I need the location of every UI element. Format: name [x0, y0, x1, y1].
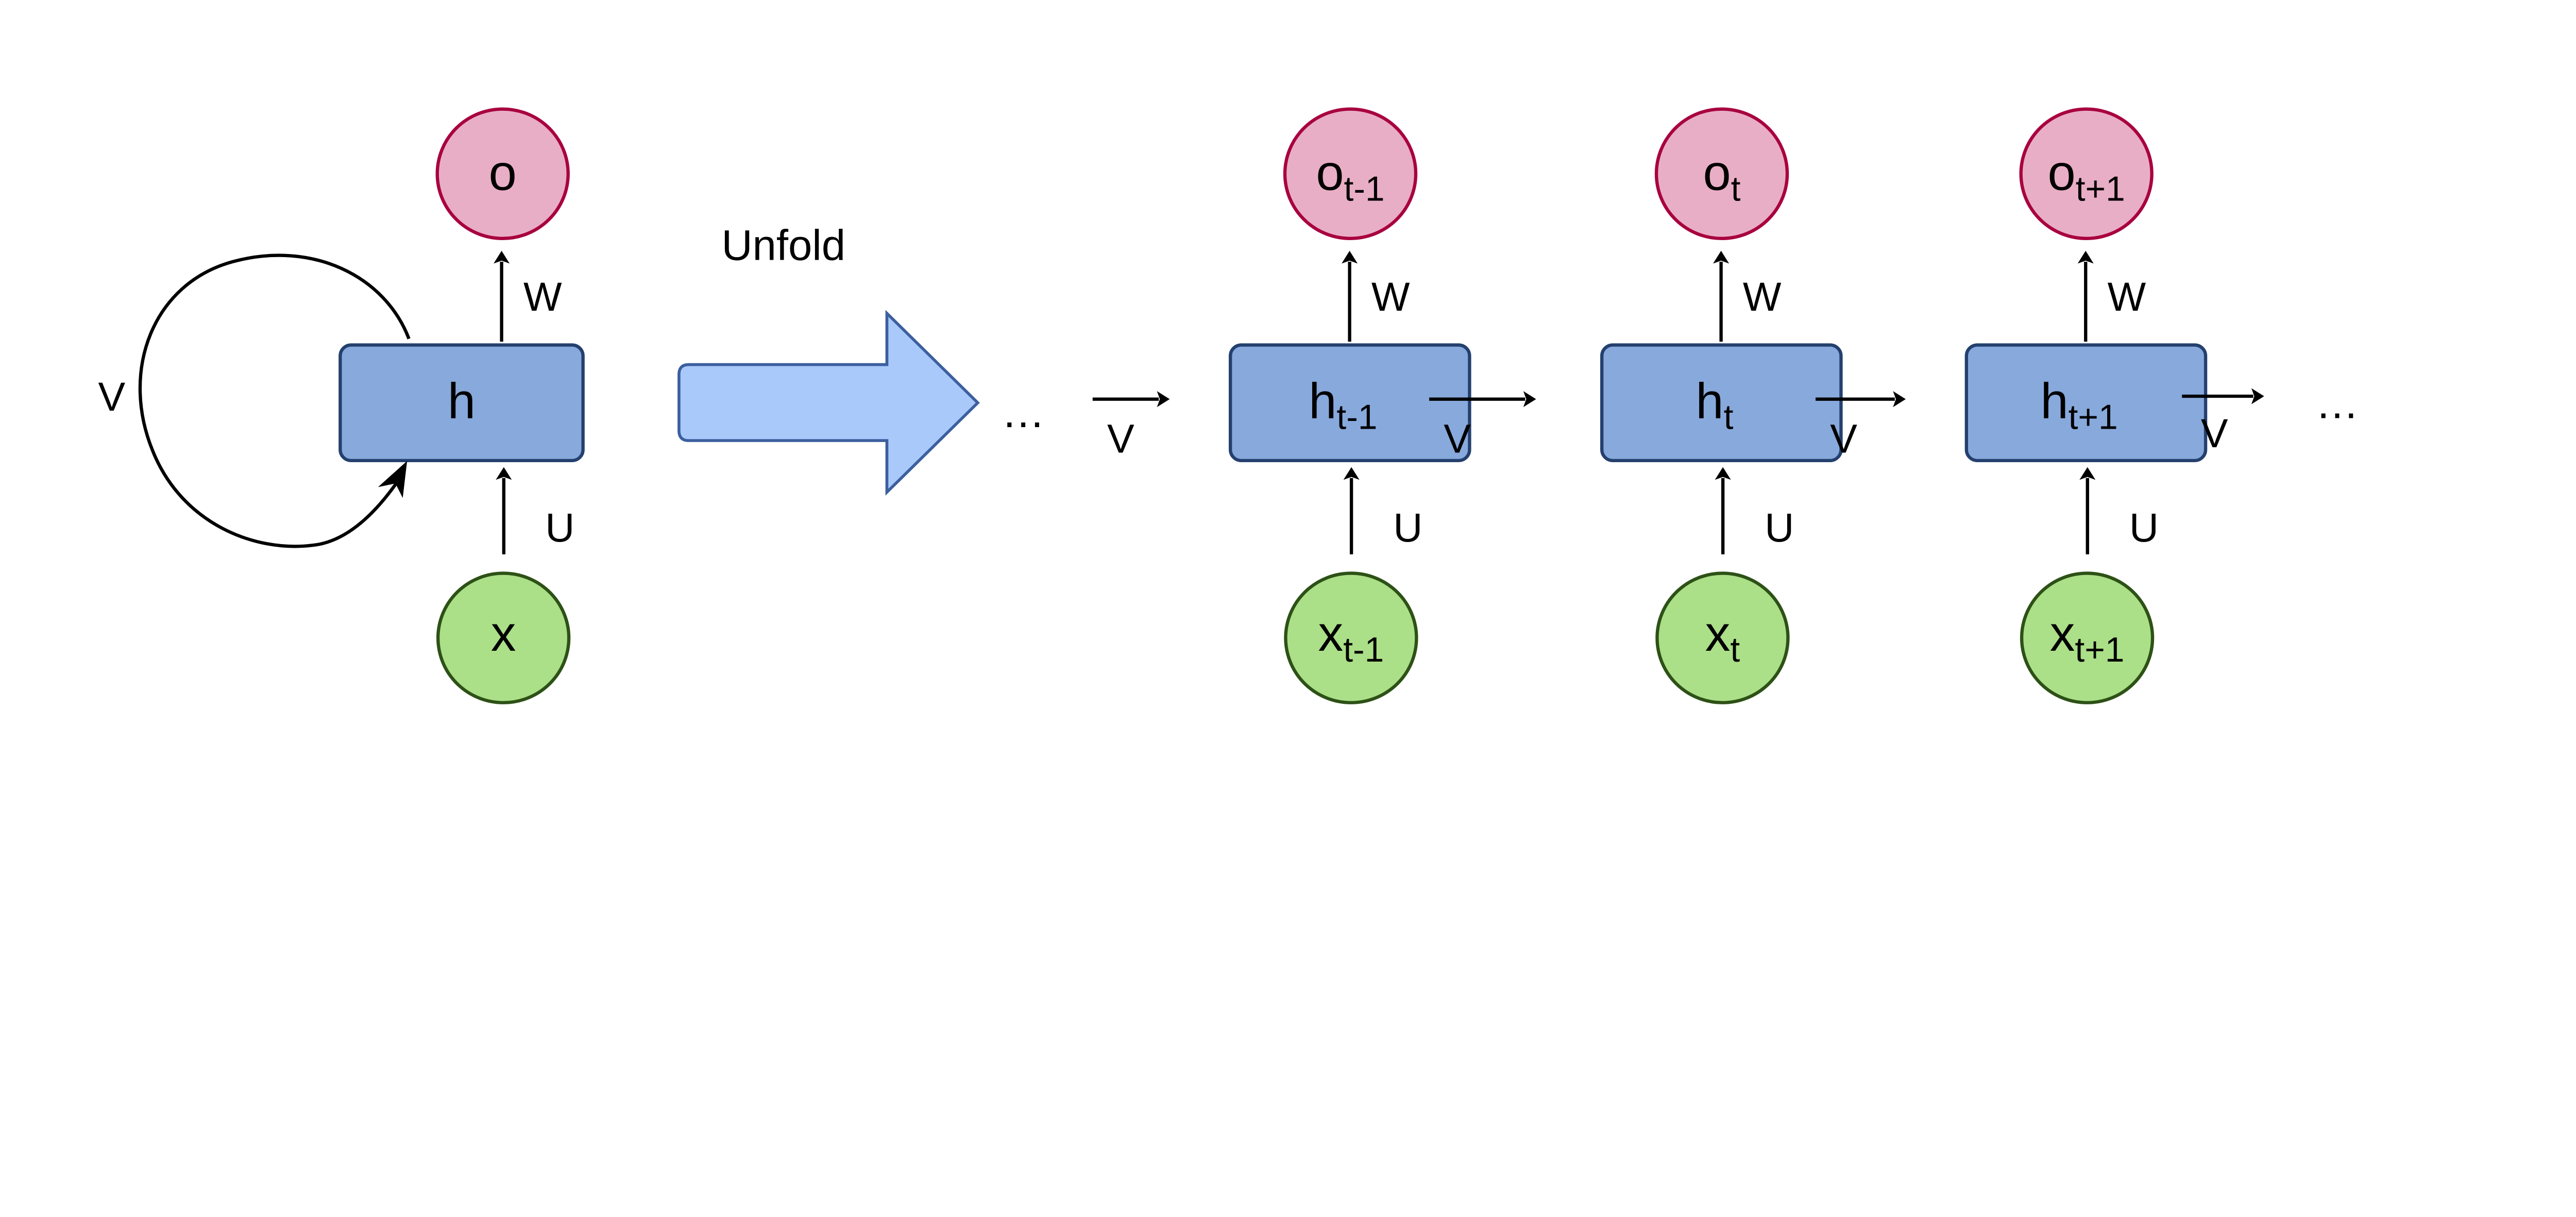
arrow-u [496, 467, 512, 554]
weight-u-label: U [545, 504, 574, 550]
ellipsis-left: … [1002, 387, 1045, 436]
arrow-u [2079, 467, 2096, 554]
input-node [2020, 571, 2155, 704]
hidden-label: ht+1 [2040, 373, 2117, 436]
arrow-u [1343, 467, 1360, 554]
input-node [1655, 571, 1790, 704]
arrow-v-final [2182, 388, 2264, 404]
arrowhead-icon [1523, 391, 1536, 408]
arrow-v [1816, 391, 1906, 408]
arrowhead-icon [496, 467, 512, 480]
rnn-unfold-diagram: o h x W U V Unfold … … ot-1ht-1xt-1WUVot… [98, 107, 2359, 704]
arrow-v [1092, 391, 1170, 408]
arrowhead-icon [1343, 467, 1360, 480]
input-node [436, 571, 571, 704]
arrowhead-icon [1715, 467, 1731, 480]
hidden-node [1600, 343, 1843, 463]
unfold-arrow: Unfold [677, 221, 980, 496]
arrow-w [494, 250, 510, 342]
arrowhead-icon [494, 250, 510, 264]
weight-u-label: U [2129, 504, 2159, 550]
weight-v-label: V [1107, 415, 1134, 461]
ellipsis-right: … [2315, 378, 2359, 427]
arrowhead-icon [1713, 250, 1730, 264]
output-label: ot [1703, 144, 1741, 208]
weight-w-label: W [2108, 274, 2146, 319]
weight-w-label: W [1371, 274, 1410, 319]
output-node [1654, 107, 1789, 240]
output-label: ot-1 [1316, 144, 1384, 208]
arrowhead-icon [1342, 250, 1358, 264]
recurrent-arrowhead-icon [378, 461, 408, 498]
output-node [2019, 107, 2154, 240]
arrow-w [2077, 250, 2094, 342]
time-step-2: ot+1 ht+1 xt+1 W U V [1816, 107, 2208, 704]
arrowhead-icon [2079, 467, 2096, 480]
arrow-u [1715, 467, 1731, 554]
arrow-w [1713, 250, 1730, 342]
weight-v-label: V [1830, 415, 1857, 461]
output-node [435, 107, 570, 240]
input-label: xt [1705, 605, 1740, 669]
arrow-v [1429, 391, 1536, 408]
input-node [1284, 571, 1418, 704]
weight-w-label: W [1743, 274, 1782, 319]
arrowhead-icon [1157, 391, 1170, 408]
hidden-node [1228, 343, 1471, 463]
hidden-label: h [448, 373, 476, 429]
output-label: ot+1 [2048, 144, 2125, 208]
folded-rnn: o h x W U V [98, 107, 585, 704]
hidden-node [338, 343, 585, 463]
input-label: x [491, 605, 516, 662]
time-step-1: ot ht xt W U V [1429, 107, 1843, 704]
weight-u-label: U [1765, 504, 1794, 550]
hidden-label: ht-1 [1309, 373, 1377, 436]
unfold-label: Unfold [721, 221, 845, 269]
arrow-w [1342, 250, 1358, 342]
recurrent-loop [138, 253, 411, 548]
input-label: xt-1 [1318, 605, 1384, 669]
hidden-label: ht [1696, 373, 1733, 436]
hidden-node [1964, 343, 2208, 463]
weight-w-label: W [523, 274, 562, 319]
output-node [1283, 107, 1418, 240]
unfold-arrow-shape [677, 310, 980, 496]
output-label: o [489, 144, 517, 200]
input-label: xt+1 [2050, 605, 2125, 669]
arrowhead-icon [2251, 388, 2264, 404]
weight-u-label: U [1393, 504, 1422, 550]
weight-v-label: V [2201, 410, 2228, 456]
arrowhead-icon [1893, 391, 1906, 408]
weight-v-label: V [1444, 415, 1471, 461]
arrowhead-icon [2077, 250, 2094, 264]
weight-v-label: V [98, 374, 125, 419]
